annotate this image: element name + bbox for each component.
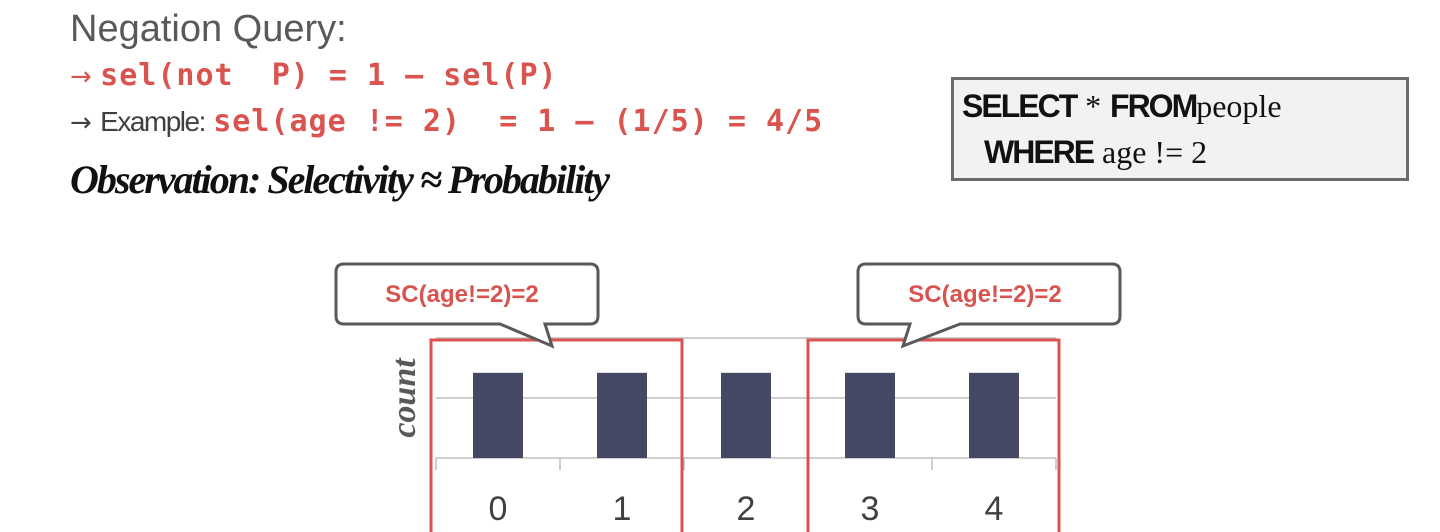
callout-bubble-right xyxy=(856,262,1122,349)
example-formula: sel(age != 2) = 1 – (1/5) = 4/5 xyxy=(213,104,824,139)
arrow-icon: → xyxy=(70,62,92,92)
x-tick-label-2: 2 xyxy=(737,490,756,528)
sql-line-2: WHERE age != 2 xyxy=(984,134,1207,171)
x-tick-label-3: 3 xyxy=(861,490,880,528)
arrow-icon: → xyxy=(70,108,92,138)
sql-keyword-select: SELECT xyxy=(962,88,1078,124)
bar-group xyxy=(473,372,1019,458)
highlight-group-right xyxy=(806,338,1061,532)
bar-4 xyxy=(969,372,1019,458)
x-tick-label-4: 4 xyxy=(985,490,1004,528)
negation-formula: → sel(not P) = 1 – sel(P) xyxy=(70,58,558,93)
sql-line-1: SELECT * FROMpeople xyxy=(962,88,1282,125)
sql-condition: age != 2 xyxy=(1102,134,1208,170)
sql-query-box: SELECT * FROMpeople WHERE age != 2 xyxy=(951,77,1409,181)
bar-1 xyxy=(597,372,647,458)
callout-label-left: SC(age!=2)=2 xyxy=(385,281,538,308)
sql-table: people xyxy=(1196,88,1282,124)
sql-star: * xyxy=(1085,88,1102,124)
bar-3 xyxy=(845,372,895,458)
callout-bubble-left xyxy=(334,262,600,349)
callout-label-right: SC(age!=2)=2 xyxy=(908,281,1061,308)
sql-keyword-from: FROM xyxy=(1110,88,1198,124)
example-line: → Example: sel(age != 2) = 1 – (1/5) = 4… xyxy=(70,104,823,139)
observation-text: Observation: Selectivity ≈ Probability xyxy=(70,157,610,202)
highlight-group-left xyxy=(429,338,684,532)
page-title: Negation Query: xyxy=(70,8,347,50)
example-label: Example: xyxy=(100,106,206,137)
x-tick-labels: 0 1 2 3 4 xyxy=(489,490,1004,528)
y-axis-label: count xyxy=(386,357,423,438)
bar-2 xyxy=(721,372,771,458)
bar-0 xyxy=(473,372,523,458)
sql-keyword-where: WHERE xyxy=(984,134,1095,170)
x-tick-label-1: 1 xyxy=(613,490,632,528)
x-tick-label-0: 0 xyxy=(489,490,508,528)
formula-text: sel(not P) = 1 – sel(P) xyxy=(100,58,558,93)
